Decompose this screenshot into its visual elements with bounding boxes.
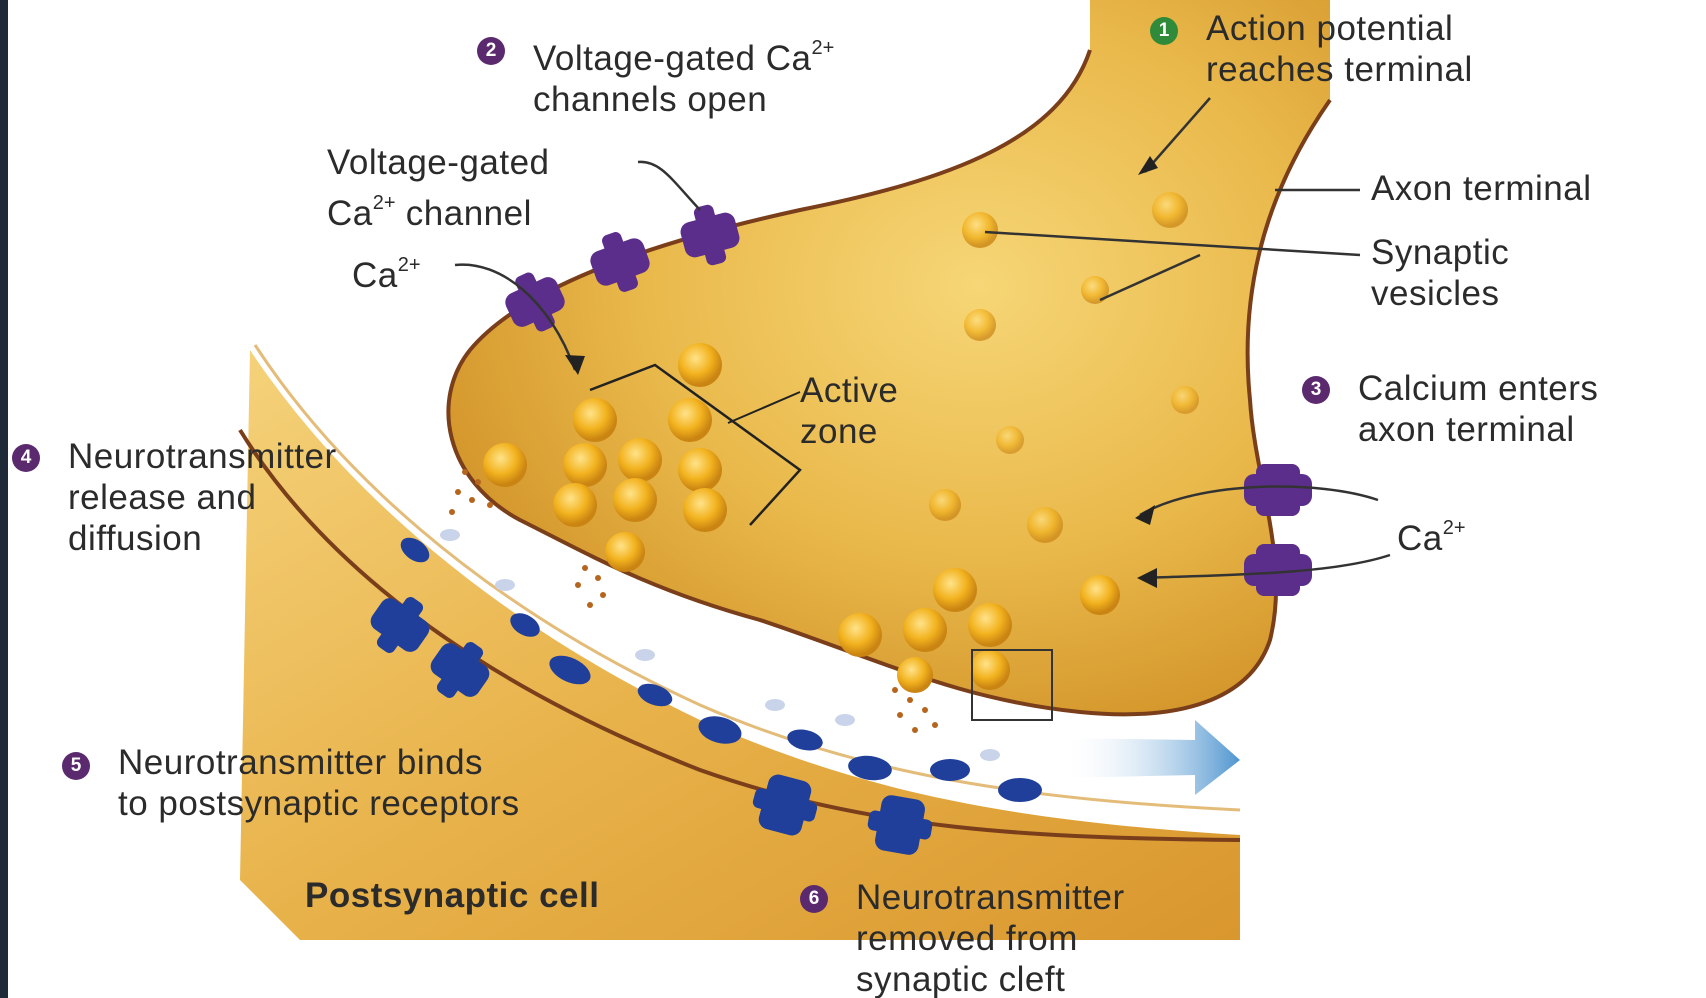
vesicle-icon — [929, 489, 961, 521]
vesicle-icon — [1171, 386, 1199, 414]
vesicle-icon — [933, 568, 977, 612]
step-5-label: Neurotransmitter binds to postsynaptic r… — [118, 742, 520, 824]
synaptic-vesicles-label: Synaptic vesicles — [1371, 232, 1509, 314]
vesicle-icon — [613, 478, 657, 522]
axon-terminal-label: Axon terminal — [1371, 168, 1591, 209]
calcium-ion-label-left: Ca2+ — [352, 245, 421, 296]
step-4-label: Neurotransmitter release and diffusion — [68, 436, 337, 559]
vesicle-icon — [1027, 507, 1063, 543]
step-4-badge: 4 — [12, 444, 40, 472]
vesicle-icon — [618, 438, 662, 482]
vesicle-icon — [1081, 276, 1109, 304]
vesicle-icon — [553, 483, 597, 527]
vesicle-icon — [970, 650, 1010, 690]
vesicle-icon — [678, 448, 722, 492]
step-2-badge: 2 — [477, 37, 505, 65]
vesicle-icon — [964, 309, 996, 341]
calcium-ion-label-right: Ca2+ — [1397, 508, 1466, 559]
step-3-badge: 3 — [1302, 376, 1330, 404]
vesicle-icon — [678, 343, 722, 387]
vesicle-icon — [838, 613, 882, 657]
vesicle-icon — [903, 608, 947, 652]
active-zone-label: Active zone — [800, 370, 898, 452]
vesicle-icon — [573, 398, 617, 442]
step-6-badge: 6 — [800, 885, 828, 913]
vesicle-icon — [668, 398, 712, 442]
step-6-label: Neurotransmitter removed from synaptic c… — [856, 877, 1125, 998]
vesicle-icon — [968, 603, 1012, 647]
vesicle-icon — [563, 443, 607, 487]
step-1-badge: 1 — [1150, 17, 1178, 45]
step-3-label: Calcium enters axon terminal — [1358, 368, 1598, 450]
vesicle-icon — [605, 532, 645, 572]
vesicle-icon — [962, 212, 998, 248]
step-5-badge: 5 — [62, 752, 90, 780]
voltage-gated-channel-label: Voltage-gated Ca2+ channel — [327, 142, 550, 234]
postsynaptic-cell-label: Postsynaptic cell — [305, 875, 599, 916]
vesicle-icon — [897, 657, 933, 693]
vesicle-icon — [1080, 575, 1120, 615]
step-2-label: Voltage-gated Ca2+ channels open — [533, 28, 834, 120]
vesicle-icon — [996, 426, 1024, 454]
vesicle-icon — [1152, 192, 1188, 228]
vesicle-icon — [483, 443, 527, 487]
step-1-label: Action potential reaches terminal — [1206, 8, 1473, 90]
vesicle-icon — [683, 488, 727, 532]
